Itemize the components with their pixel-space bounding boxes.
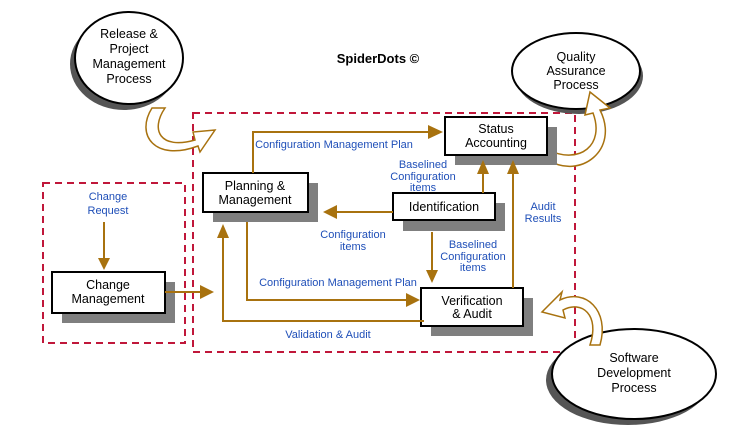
arrow-planning-to-status [252, 125, 443, 173]
validation-audit-label: Validation & Audit [285, 329, 370, 341]
change-control-boundary [42, 182, 186, 344]
verification-audit-box: Verification& Audit [420, 287, 533, 336]
svg-text:Planning &Management: Planning &Management [219, 179, 292, 207]
arrow-identification-to-status [477, 160, 489, 193]
arrow-identification-to-verification [426, 232, 438, 283]
cmp-bottom-label: Configuration Management Plan [259, 277, 417, 289]
arrow-change-request [98, 222, 110, 270]
cmp-top-label: Configuration Management Plan [255, 139, 413, 151]
identification-box: Identification [392, 192, 505, 231]
quality-output-curved-arrow [547, 90, 612, 167]
arrow-planning-to-verification [246, 222, 420, 307]
svg-text:Verification& Audit: Verification& Audit [441, 294, 502, 321]
planning-management-box: Planning &Management [202, 172, 318, 222]
arrow-identification-to-planning [323, 205, 393, 219]
arrow-verification-to-status [507, 160, 519, 288]
release-input-curved-arrow [145, 107, 217, 154]
svg-text:Identification: Identification [409, 200, 479, 214]
cm-process-boundary [192, 112, 576, 353]
diagram-title: SpiderDots © [337, 51, 420, 66]
software-curved-arrow [540, 289, 603, 346]
arrow-validation-to-planning [217, 224, 424, 322]
arrow-change-to-cm [165, 285, 214, 299]
